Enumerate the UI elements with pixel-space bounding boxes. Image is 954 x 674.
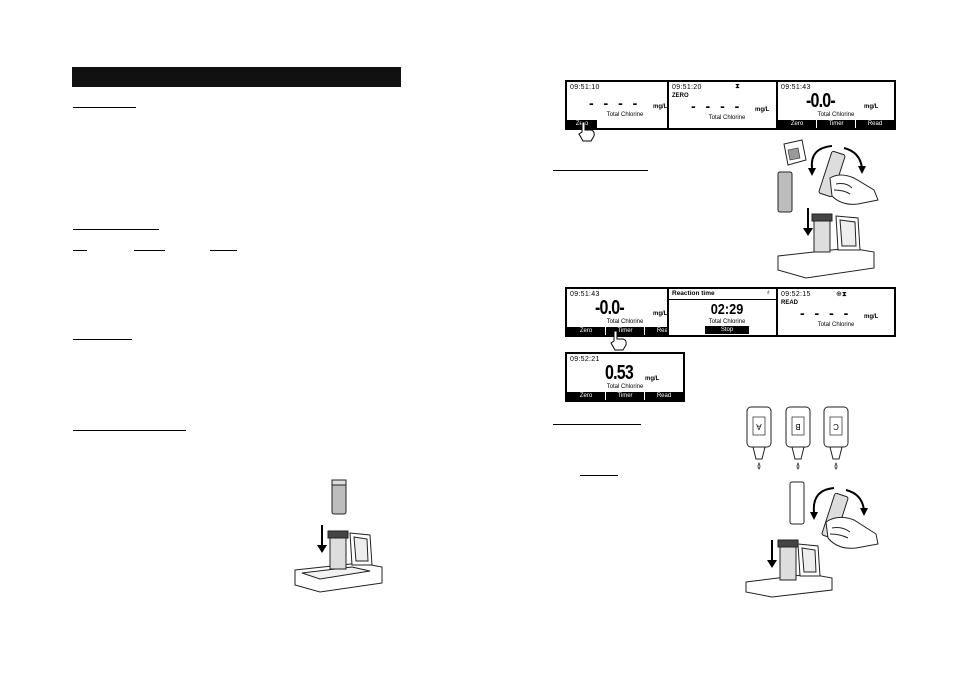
read-softkey[interactable]: Read	[644, 327, 683, 335]
meter-icon	[294, 530, 383, 593]
section-header-bar	[72, 67, 401, 87]
meter-screen-reading: 09:52:15 ⊕⧗ READ - - - - mg/L Total Chlo…	[776, 287, 896, 337]
reading-value: -0.0-	[806, 90, 836, 112]
mode-label: ZERO	[672, 93, 689, 99]
down-arrow-icon	[317, 525, 327, 553]
parameter-label: Total Chlorine	[606, 319, 644, 325]
parameter-label: Total Chlorine	[606, 384, 644, 390]
parameter-label: Total Chlorine	[708, 115, 746, 121]
read-softkey[interactable]: Read	[644, 392, 683, 400]
heading-underline-8	[553, 170, 648, 171]
bottle-a-label: A	[756, 422, 762, 431]
unit-label: mg/L	[645, 376, 660, 382]
hand-pointer-icon	[578, 121, 595, 142]
reagent-mixing-illustration	[777, 139, 879, 279]
reagent-bottles-illustration: A B C	[746, 406, 849, 470]
cuvette-icon	[789, 481, 805, 525]
heading-underline-4	[134, 250, 165, 251]
parameter-label: Total Chlorine	[817, 322, 855, 328]
heading-underline-7	[73, 430, 186, 431]
unit-label: mg/L	[653, 104, 668, 110]
heading-underline-10	[580, 475, 618, 476]
heading-underline-1	[73, 107, 136, 108]
timer-softkey[interactable]: Timer	[605, 327, 644, 335]
reading-value: 0.53	[605, 362, 634, 384]
parameter-label: Total Chlorine	[606, 112, 644, 118]
zero-softkey[interactable]: Zero	[778, 120, 816, 128]
heading-underline-3	[73, 250, 87, 251]
timer-titlebar: Reaction time ♁	[669, 289, 785, 300]
cuvette-into-meter-illustration	[294, 479, 383, 593]
zero-softkey[interactable]: Zero	[567, 392, 605, 400]
timer-softkey[interactable]: Timer	[816, 120, 855, 128]
parameter-label: Total Chlorine	[817, 112, 855, 118]
unit-label: mg/L	[755, 107, 770, 113]
down-arrow-icon	[767, 540, 777, 568]
meter-screen-zeroing: 09:51:20 ⧗ ZERO - - - - mg/L Total Chlor…	[667, 80, 787, 130]
unit-label: mg/L	[864, 104, 879, 110]
meter-screen-final-result: 09:52:21 0.53 mg/L Total Chlorine Zero T…	[565, 352, 685, 402]
reagent-bottle-icon: B	[785, 406, 811, 470]
reading-value: -0.0-	[595, 297, 625, 319]
timer-title: Reaction time	[672, 290, 715, 297]
shake-and-insert-illustration	[745, 481, 879, 598]
reagent-bottle-icon: A	[746, 406, 772, 470]
screen-time: 09:51:10	[570, 84, 600, 91]
rotation-arrow-icon	[810, 487, 868, 520]
zero-softkey[interactable]: Zero	[567, 327, 605, 335]
screen-time: 09:51:20	[672, 84, 702, 91]
bottle-b-label: B	[795, 422, 800, 431]
parameter-label: Total Chlorine	[708, 319, 746, 325]
reagent-bottle-icon: C	[823, 406, 849, 470]
unit-label: mg/L	[653, 311, 668, 317]
countdown-value: 02:29	[710, 301, 744, 318]
screen-time: 09:51:43	[781, 84, 811, 91]
timer-softkey[interactable]: Timer	[605, 392, 644, 400]
bottle-c-label: C	[833, 422, 839, 431]
heading-underline-5	[210, 250, 237, 251]
cuvette-icon	[777, 171, 793, 213]
status-icons: ⊕⧗	[836, 291, 847, 298]
meter-icon	[777, 213, 875, 279]
screen-time: 09:52:15	[781, 291, 811, 298]
reading-dashes: - - - -	[800, 305, 852, 321]
cuvette-icon	[331, 479, 347, 515]
heading-underline-2	[73, 229, 159, 230]
rotation-arrow-icon	[808, 145, 866, 176]
heading-underline-6	[73, 339, 132, 340]
stop-softkey[interactable]: Stop	[705, 326, 749, 334]
reagent-packet-icon	[783, 139, 807, 166]
hand-holding-cuvette-icon	[818, 150, 879, 205]
screen-time: 09:51:43	[570, 291, 600, 298]
screen-time: 09:52:21	[570, 356, 600, 363]
hand-pointer-icon	[610, 330, 627, 351]
hourglass-icon: ⧗	[735, 83, 740, 90]
down-arrow-icon	[803, 208, 813, 236]
meter-screen-reaction-timer: Reaction time ♁ 02:29 Total Chlorine Sto…	[667, 287, 787, 337]
hand-holding-cuvette-icon	[821, 492, 879, 549]
mode-label: READ	[781, 300, 799, 306]
reading-dashes: - - - -	[589, 95, 641, 111]
timer-icon: ♁	[765, 289, 771, 296]
read-softkey[interactable]: Read	[855, 120, 894, 128]
reading-dashes: - - - -	[691, 98, 743, 114]
unit-label: mg/L	[864, 314, 879, 320]
meter-screen-zero-result: 09:51:43 -0.0- mg/L Total Chlorine Zero …	[776, 80, 896, 130]
meter-icon	[745, 539, 833, 598]
heading-underline-9	[553, 424, 641, 425]
